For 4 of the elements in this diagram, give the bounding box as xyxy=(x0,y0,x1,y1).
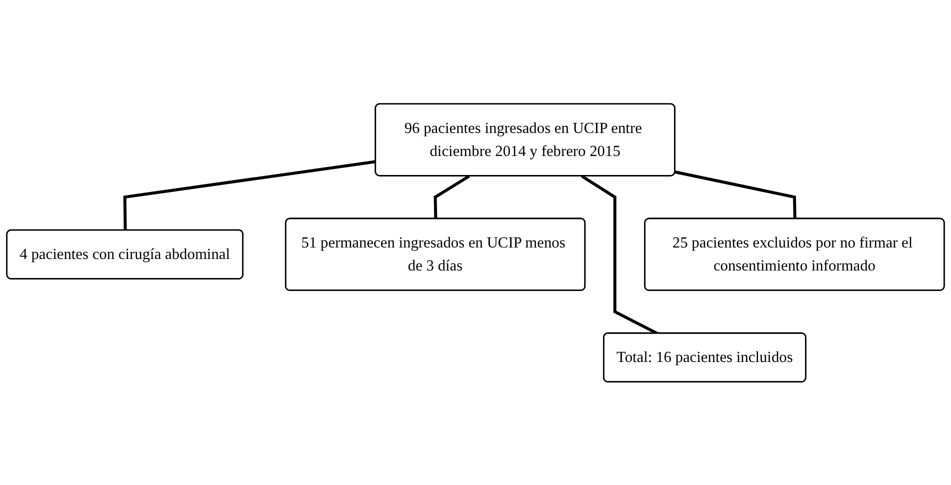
connector xyxy=(674,170,796,219)
connector xyxy=(581,174,658,334)
connector xyxy=(123,160,376,230)
connector xyxy=(434,174,470,219)
